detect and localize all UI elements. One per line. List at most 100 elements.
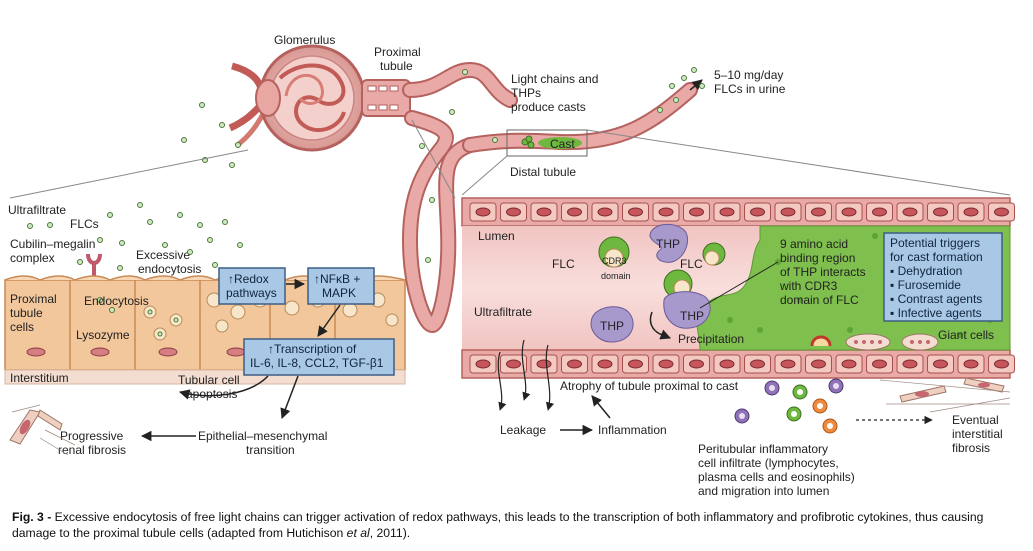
zoom-line-left (9, 149, 249, 199)
nfkb-text-1: ↑NFκB + (314, 272, 360, 286)
fibroblasts-left (9, 404, 76, 456)
nfkb-box: ↑NFκB + MAPK (307, 267, 375, 305)
peritubular-label-1: Peritubular inflammatory (698, 442, 828, 456)
tubule-wall-nucleus (872, 359, 887, 369)
caption-fig-label: Fig. 3 - (12, 510, 52, 524)
tubule-wall-nucleus (567, 359, 582, 369)
tubule-wall-nucleus (536, 207, 552, 217)
interstitium-label: Interstitium (10, 371, 69, 385)
thp-label-bottom: THP (600, 319, 624, 333)
trigger-item: ▪ Dehydration (890, 264, 962, 278)
binding-label-4: with CDR3 (779, 279, 838, 293)
tubule-wall-nucleus (750, 207, 765, 217)
tubule-wall-nucleus (963, 359, 979, 369)
flcs-label: FLCs (70, 217, 99, 231)
progressive-label-1: Progressive (60, 429, 124, 443)
tubule-wall-nucleus (536, 359, 552, 369)
precipitation-arrow (649, 311, 671, 340)
tubule-wall-nucleus (963, 207, 979, 217)
flc-molecule-cdr3 (598, 236, 630, 268)
tubule-wall-nucleus (506, 207, 521, 217)
caption-text-2: , 2011). (369, 526, 411, 540)
thp-molecule-top (649, 223, 688, 263)
flc-urine-label-1: 5–10 mg/day (714, 68, 783, 82)
binding-label-3: of THP interacts (780, 265, 866, 279)
emt-label-2: transition (246, 443, 295, 457)
light-chains-label-1: Light chains and (511, 72, 598, 86)
giant-cells (810, 333, 939, 351)
flc-right-label: FLC (680, 257, 703, 271)
tubule-wall-nucleus (719, 207, 735, 217)
tubule-wall-nucleus (933, 207, 948, 217)
tubule-wall-nucleus (872, 207, 887, 217)
tubule-wall-nucleus (719, 359, 735, 369)
tubule-wall-nucleus (567, 207, 582, 217)
eventual-label-3: fibrosis (952, 441, 990, 455)
kidney-diagram: Glomerulus Proximal tubule Cast Light ch… (4, 33, 1015, 498)
flc-molecule-right (702, 242, 726, 266)
trigger-item: ▪ Infective agents (890, 306, 982, 320)
trigger-item: ▪ Furosemide (890, 278, 961, 292)
proximal-cells-label-1: Proximal (10, 292, 57, 306)
redox-text-1: ↑Redox (228, 272, 269, 286)
transcription-text-1: ↑Transcription of (268, 342, 357, 356)
tubule-wall-nucleus (628, 359, 643, 369)
proximal-tubule-label-2: tubule (380, 59, 413, 73)
tubule-wall-nucleus (811, 207, 826, 217)
emt-label-1: Epithelial–mesenchymal (198, 429, 327, 443)
thp-label-complex: THP (680, 309, 704, 323)
excessive-label-2: endocytosis (138, 262, 201, 276)
eventual-label-2: interstitial (952, 427, 1003, 441)
apoptosis-label-2: apoptosis (186, 387, 237, 401)
apoptosis-label-1: Tubular cell (178, 373, 240, 387)
precipitation-label: Precipitation (678, 332, 744, 346)
cubilin-receptor (86, 253, 102, 278)
binding-label-5: domain of FLC (780, 293, 859, 307)
peritubular-label-2: cell infiltrate (lymphocytes, (698, 456, 839, 470)
leakage-label: Leakage (500, 423, 546, 437)
tubule-wall-nucleus (902, 207, 918, 217)
endocytosis-label: Endocytosis (84, 294, 149, 308)
flc-dots-top (181, 67, 705, 263)
distal-tubule-label: Distal tubule (510, 165, 576, 179)
redox-box: ↑Redox pathways (218, 267, 286, 305)
tubule-wall-nucleus (597, 359, 613, 369)
tubule-wall-nucleus (994, 207, 1009, 217)
cdr3-label-2: domain (601, 271, 631, 281)
cubilin-label-2: complex (10, 251, 55, 265)
zoom-line-right-2 (586, 129, 1011, 196)
peritubular-label-3: plasma cells and eosinophils) (698, 470, 855, 484)
tubule-wall-nucleus (780, 359, 796, 369)
tubule-wall-nucleus (841, 207, 857, 217)
excessive-label-1: Excessive (136, 248, 190, 262)
urine-arrow (689, 79, 703, 91)
tubule-wall-nucleus (689, 207, 704, 217)
tubule-wall-nucleus (475, 359, 491, 369)
tubule-wall-nucleus (597, 207, 613, 217)
tubule-wall-nucleus (811, 359, 826, 369)
tubule-wall-nucleus (933, 359, 948, 369)
redox-text-2: pathways (226, 286, 277, 300)
caption-text-1: Excessive endocytosis of free light chai… (12, 510, 984, 540)
tubule-wall-nucleus (658, 207, 674, 217)
triggers-title-2: for cast formation (890, 250, 983, 264)
light-chains-label-2: THPs (511, 86, 541, 100)
lysozyme-label: Lysozyme (76, 328, 130, 342)
cast-label: Cast (550, 137, 575, 151)
tubule-wall-nucleus (750, 359, 765, 369)
tubule-wall-nucleus (780, 207, 796, 217)
caption-et-al: et al (346, 526, 370, 540)
light-chains-label-3: produce casts (511, 100, 586, 114)
proximal-cells-label-2: tubule (10, 306, 43, 320)
glomerulus-label: Glomerulus (274, 33, 335, 47)
binding-label-2: binding region (780, 251, 855, 265)
flc-urine-label-2: FLCs in urine (714, 82, 786, 96)
nfkb-to-transcription-arrow (317, 304, 341, 337)
cdr3-label-1: CDR3 (602, 256, 627, 266)
flc-mid-label: FLC (552, 257, 575, 271)
cubilin-label-1: Cubilin–megalin (10, 237, 95, 251)
apoptosis-arrow (178, 375, 269, 400)
inflammation-to-atrophy-arrow (591, 395, 611, 419)
tubule-wall-nucleus (689, 359, 704, 369)
peritubular-label-4: and migration into lumen (698, 484, 829, 498)
